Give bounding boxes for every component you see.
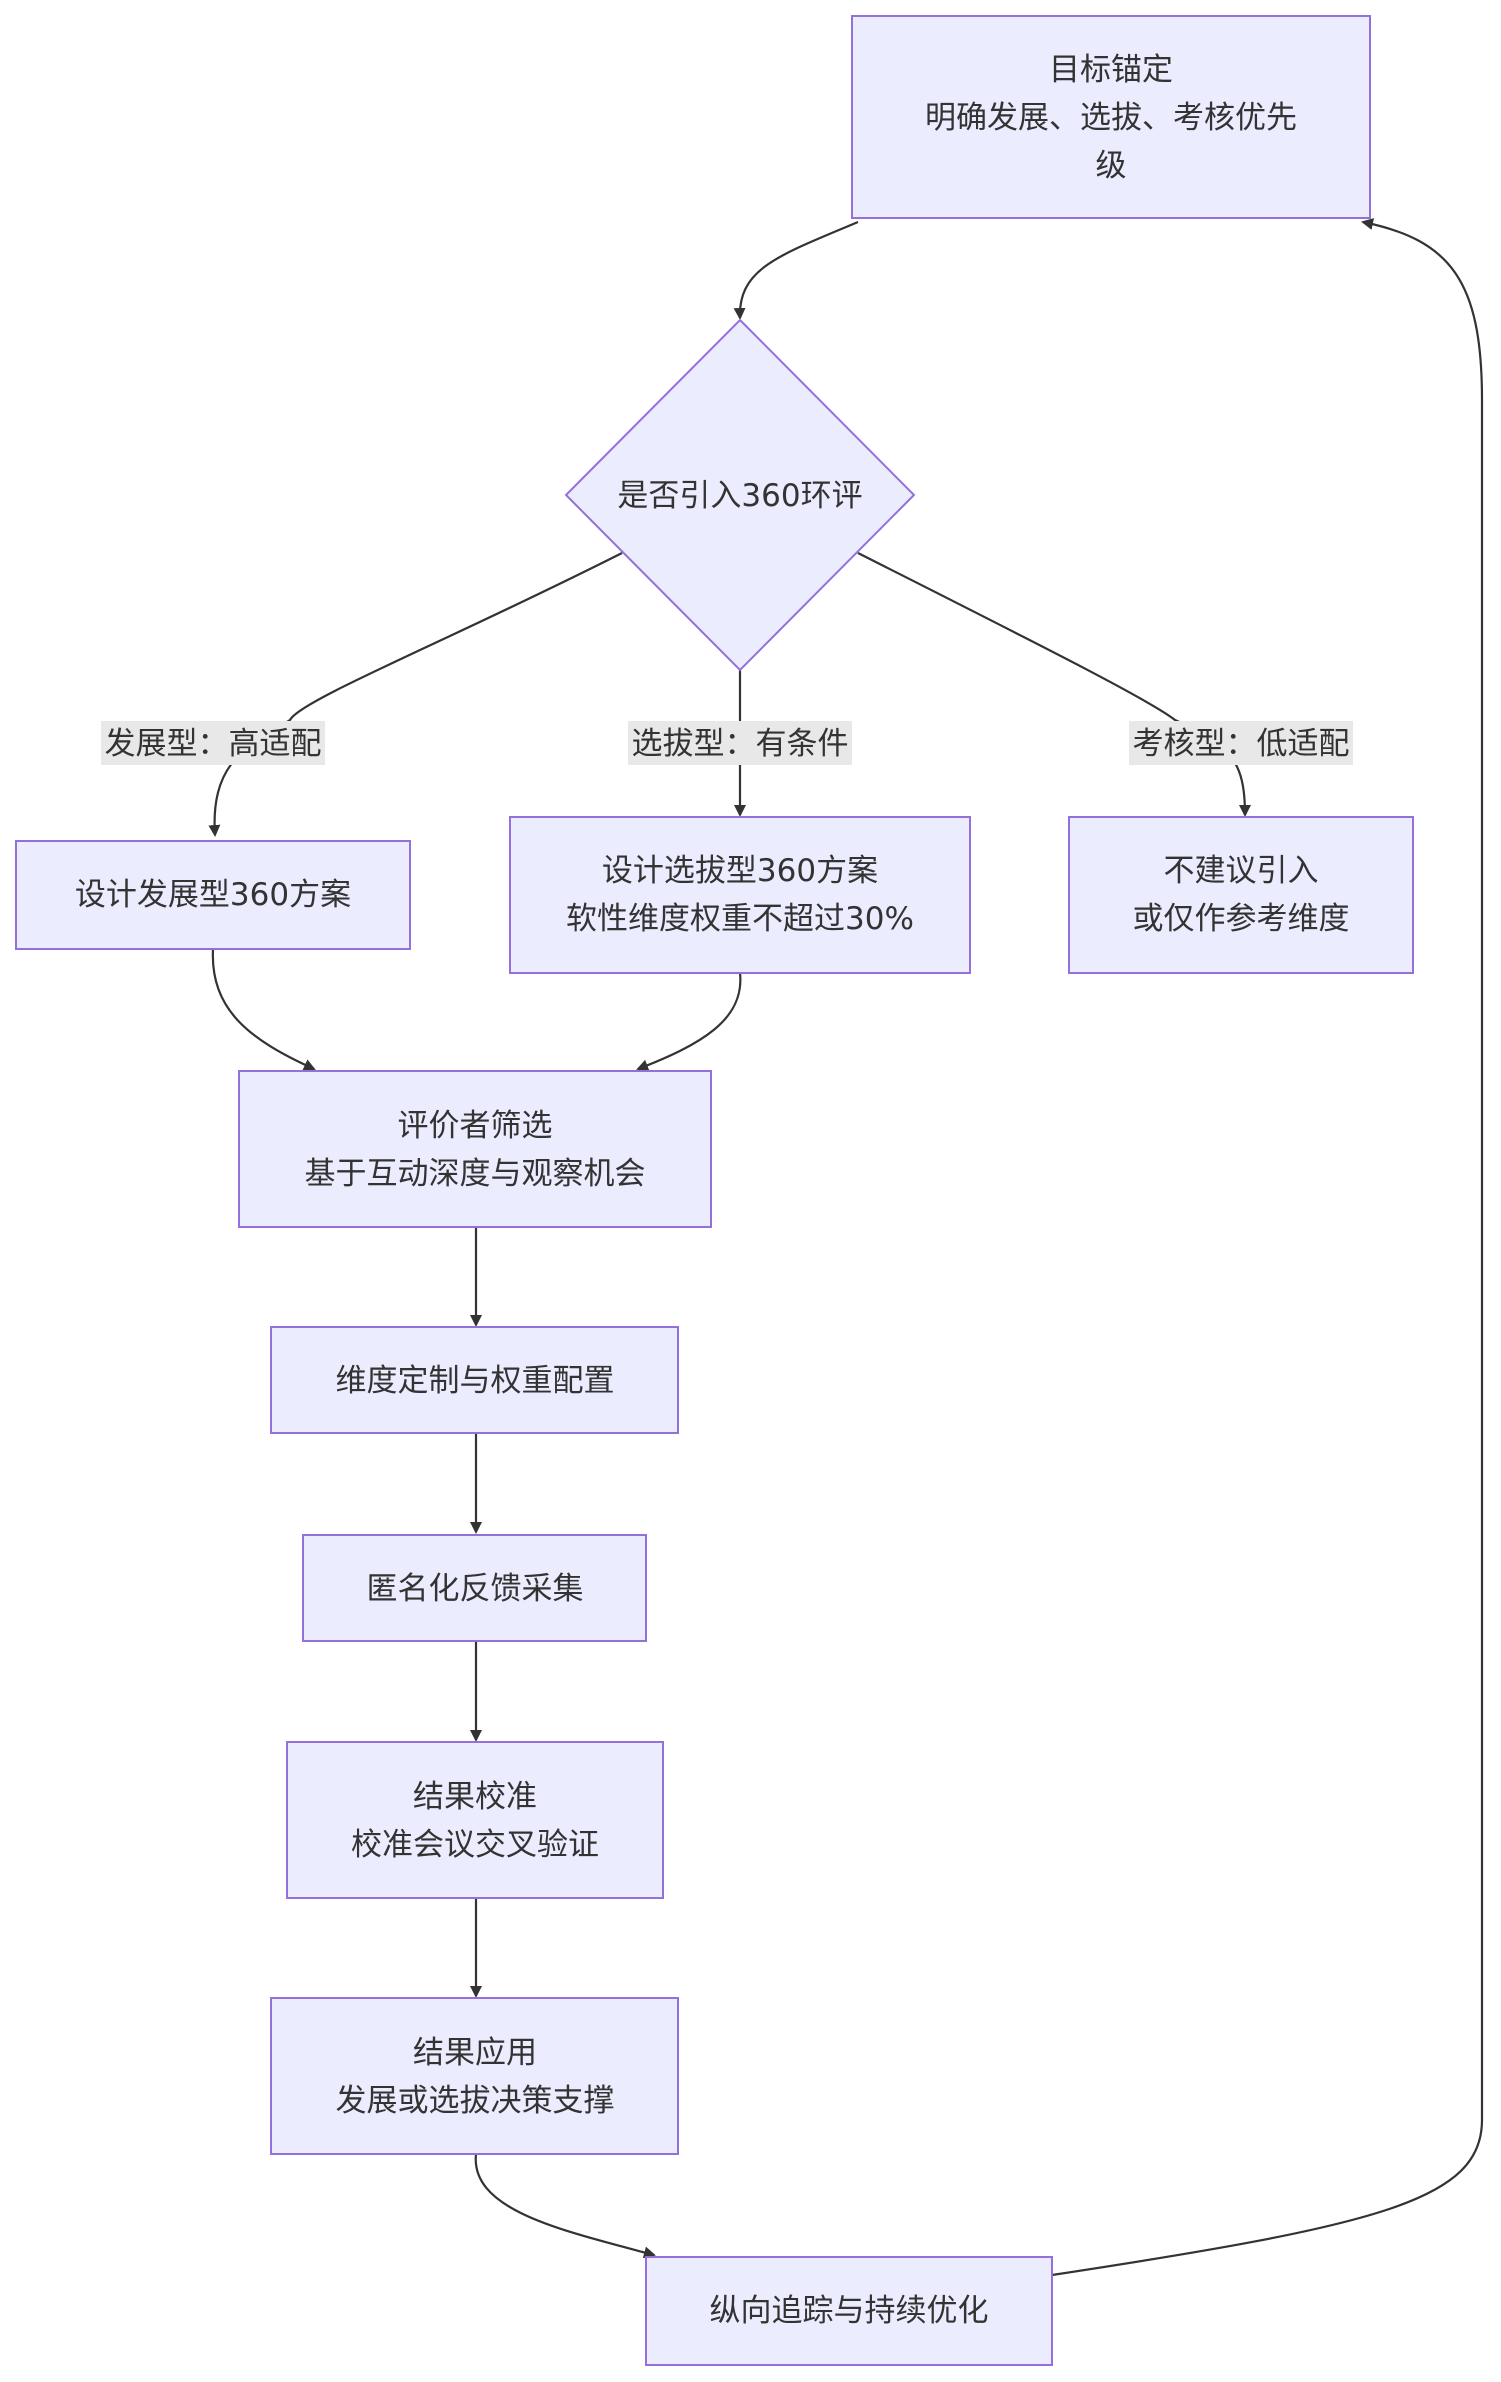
edge-tracking-to-goal (1051, 218, 1484, 2277)
node-goal-line-1: 目标锚定 (1049, 52, 1173, 88)
node-dimension-config: 维度定制与权重配置 (270, 1326, 679, 1434)
node-goal-line-2: 明确发展、选拔、考核优先 (925, 100, 1297, 136)
edge-select-to-screen (636, 972, 742, 1071)
edge-label-assess-bg (1129, 721, 1353, 765)
node-rater-screen-line-2: 基于互动深度与观察机会 (305, 1156, 646, 1192)
node-tracking-line-1: 纵向追踪与持续优化 (710, 2293, 989, 2329)
node-develop-plan-line-1: 设计发展型360方案 (75, 877, 351, 913)
node-select-plan: 设计选拔型360方案 软性维度权重不超过30% (509, 816, 971, 974)
node-not-recommended-line-1: 不建议引入 (1164, 853, 1319, 889)
node-rater-screen-line-1: 评价者筛选 (398, 1108, 553, 1144)
node-anonymous-collect: 匿名化反馈采集 (302, 1534, 647, 1642)
edge-label-assess: 考核型：低适配 (1133, 726, 1350, 762)
node-not-recommended-line-2: 或仅作参考维度 (1133, 901, 1350, 937)
node-application-line-1: 结果应用 (413, 2035, 537, 2071)
edge-label-select: 选拔型：有条件 (632, 726, 849, 762)
node-decision: 是否引入360环评 (564, 318, 916, 672)
node-anonymous-collect-line-1: 匿名化反馈采集 (367, 1571, 584, 1607)
node-calibration: 结果校准 校准会议交叉验证 (286, 1741, 664, 1899)
node-not-recommended: 不建议引入 或仅作参考维度 (1068, 816, 1414, 974)
node-select-plan-line-2: 软性维度权重不超过30% (566, 901, 914, 937)
node-goal-line-3: 级 (1096, 148, 1127, 184)
node-dimension-config-line-1: 维度定制与权重配置 (336, 1363, 615, 1399)
node-tracking: 纵向追踪与持续优化 (645, 2256, 1053, 2366)
edge-goal-to-decision (733, 220, 859, 320)
edge-decision-to-develop (208, 552, 623, 837)
node-application-line-2: 发展或选拔决策支撑 (336, 2083, 615, 2119)
edge-application-to-tracking (474, 2153, 656, 2259)
edge-label-select-bg (628, 721, 852, 765)
edge-develop-to-screen (211, 948, 316, 1071)
node-calibration-line-1: 结果校准 (413, 1779, 537, 1815)
node-decision-line-1: 是否引入360环评 (617, 478, 862, 514)
edge-decision-to-assess (857, 552, 1251, 817)
node-rater-screen: 评价者筛选 基于互动深度与观察机会 (238, 1070, 712, 1228)
node-develop-plan: 设计发展型360方案 (15, 840, 411, 950)
node-goal: 目标锚定 明确发展、选拔、考核优先 级 (851, 15, 1371, 219)
node-application: 结果应用 发展或选拔决策支撑 (270, 1997, 679, 2155)
edge-label-develop-bg (101, 721, 325, 765)
edge-label-develop: 发展型：高适配 (105, 726, 322, 762)
node-select-plan-line-1: 设计选拔型360方案 (602, 853, 878, 889)
node-calibration-line-2: 校准会议交叉验证 (351, 1827, 599, 1863)
